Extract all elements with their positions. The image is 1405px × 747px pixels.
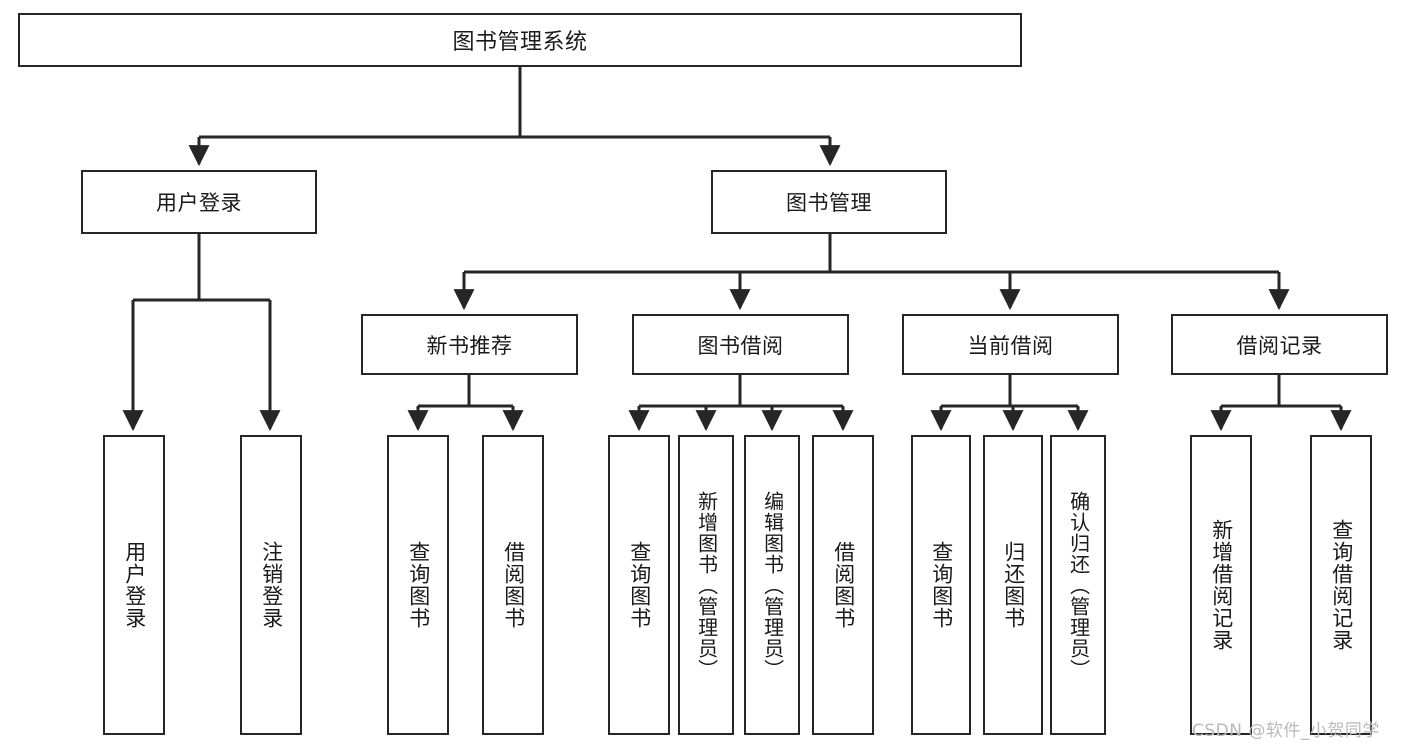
leaf-add-book-admin-label: 新增图书（管理员） [694,490,719,680]
leaf-confirm-return-admin-inner: 确认归还（管理员） [1052,437,1104,733]
leaf-borrow-book-rec[interactable]: 借阅图书 [482,435,544,735]
node-current-borrow[interactable]: 当前借阅 [902,314,1119,375]
node-user-login-label: 用户登录 [156,191,242,215]
leaf-query-book-rec[interactable]: 查询图书 [387,435,449,735]
leaf-return-book[interactable]: 归还图书 [983,435,1043,735]
leaf-query-book-current-inner: 查询图书 [913,437,969,733]
leaf-query-book-rec-inner: 查询图书 [389,437,447,733]
leaf-logout-label: 注销登录 [259,541,284,629]
node-root-label: 图书管理系统 [452,30,588,55]
leaf-add-book-admin[interactable]: 新增图书（管理员） [678,435,734,735]
leaf-borrow-book-label: 借阅图书 [831,541,856,629]
node-current-borrow-label: 当前借阅 [967,333,1054,358]
leaf-logout[interactable]: 注销登录 [240,435,302,735]
leaf-confirm-return-admin[interactable]: 确认归还（管理员） [1050,435,1106,735]
node-borrow-record-label: 借阅记录 [1236,333,1323,358]
leaf-query-borrow-record[interactable]: 查询借阅记录 [1310,435,1372,735]
node-borrow-record[interactable]: 借阅记录 [1171,314,1388,375]
node-new-book-recommend[interactable]: 新书推荐 [361,314,578,375]
leaf-borrow-book-rec-label: 借阅图书 [501,541,526,629]
leaf-logout-inner: 注销登录 [242,437,300,733]
leaf-add-borrow-record[interactable]: 新增借阅记录 [1190,435,1252,735]
node-book-borrow[interactable]: 图书借阅 [632,314,849,375]
node-root[interactable]: 图书管理系统 [18,13,1022,67]
leaf-return-book-inner: 归还图书 [985,437,1041,733]
leaf-confirm-return-admin-label: 确认归还（管理员） [1066,490,1091,680]
leaf-borrow-book[interactable]: 借阅图书 [812,435,874,735]
leaf-query-borrow-record-inner: 查询借阅记录 [1312,437,1370,733]
leaf-add-book-admin-inner: 新增图书（管理员） [680,437,732,733]
leaf-query-book-borrow-label: 查询图书 [627,541,652,629]
leaf-query-borrow-record-label: 查询借阅记录 [1329,519,1354,651]
leaf-user-login-inner: 用户登录 [105,437,163,733]
leaf-add-borrow-record-label: 新增借阅记录 [1209,519,1234,651]
leaf-edit-book-admin[interactable]: 编辑图书（管理员） [744,435,800,735]
leaf-query-book-borrow[interactable]: 查询图书 [608,435,670,735]
node-book-management[interactable]: 图书管理 [711,170,947,234]
leaf-user-login-label: 用户登录 [122,541,147,629]
node-new-book-recommend-label: 新书推荐 [426,333,513,358]
leaf-add-borrow-record-inner: 新增借阅记录 [1192,437,1250,733]
leaf-edit-book-admin-inner: 编辑图书（管理员） [746,437,798,733]
leaf-edit-book-admin-label: 编辑图书（管理员） [760,490,785,680]
node-book-management-label: 图书管理 [786,191,872,215]
csdn-watermark: CSDN @软件_小贺同学 [1192,721,1380,741]
leaf-query-book-rec-label: 查询图书 [406,541,431,629]
leaf-return-book-label: 归还图书 [1001,541,1026,629]
leaf-query-book-borrow-inner: 查询图书 [610,437,668,733]
leaf-user-login[interactable]: 用户登录 [103,435,165,735]
node-user-login[interactable]: 用户登录 [81,170,317,234]
node-book-borrow-label: 图书借阅 [697,333,784,358]
leaf-borrow-book-inner: 借阅图书 [814,437,872,733]
leaf-query-book-current[interactable]: 查询图书 [911,435,971,735]
leaf-query-book-current-label: 查询图书 [929,541,954,629]
leaf-borrow-book-rec-inner: 借阅图书 [484,437,542,733]
